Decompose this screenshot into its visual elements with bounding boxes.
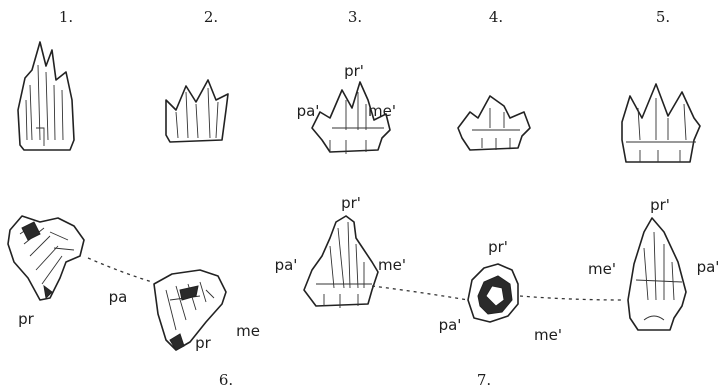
fig3-label-pr: pr' — [344, 62, 364, 80]
figure-number-4: 4. — [489, 8, 503, 26]
figure-number-2: 2. — [204, 8, 218, 26]
fig6-label-me-mid: me' — [378, 256, 406, 274]
fig3-label-pa: pa' — [297, 102, 320, 120]
fig6-label-pa-left: pa — [109, 288, 128, 306]
fig6-label-pr-mid: pr' — [341, 194, 361, 212]
fig7-label-me-right: me' — [588, 260, 616, 278]
tooth-4-drawing — [458, 96, 530, 150]
fig7-label-pa-left: pa' — [439, 316, 462, 334]
fig7-label-pr-left: pr' — [488, 238, 508, 256]
fig3-label-me: me' — [368, 102, 396, 120]
fig7-label-me-left: me' — [534, 326, 562, 344]
tooth-7a-drawing — [468, 264, 518, 322]
tooth-6b-drawing — [154, 270, 226, 350]
figure-number-1: 1. — [59, 8, 73, 26]
figure-number-5: 5. — [656, 8, 670, 26]
figure-number-3: 3. — [348, 8, 362, 26]
tooth-2-drawing — [166, 80, 228, 142]
fig6-label-pr-right: pr — [195, 334, 212, 352]
tooth-6a-drawing — [8, 216, 84, 300]
fig7-label-pa-right: pa' — [697, 258, 720, 276]
fig7-connector-left — [372, 286, 468, 300]
tooth-5-drawing — [622, 84, 700, 162]
fig6-label-me-right: me — [236, 322, 260, 340]
tooth-6c-drawing — [304, 216, 378, 308]
fig6-label-pr-left: pr — [18, 310, 35, 328]
tooth-1-drawing — [18, 42, 74, 150]
tooth-7b-drawing — [628, 218, 686, 330]
fig7-connector-right — [520, 296, 624, 300]
fig6-label-pa-mid: pa' — [275, 256, 298, 274]
figure-number-7: 7. — [477, 371, 491, 389]
figure-number-6: 6. — [219, 371, 233, 389]
fig7-label-pr-right: pr' — [650, 196, 670, 214]
fig6-connector-left — [88, 258, 152, 282]
